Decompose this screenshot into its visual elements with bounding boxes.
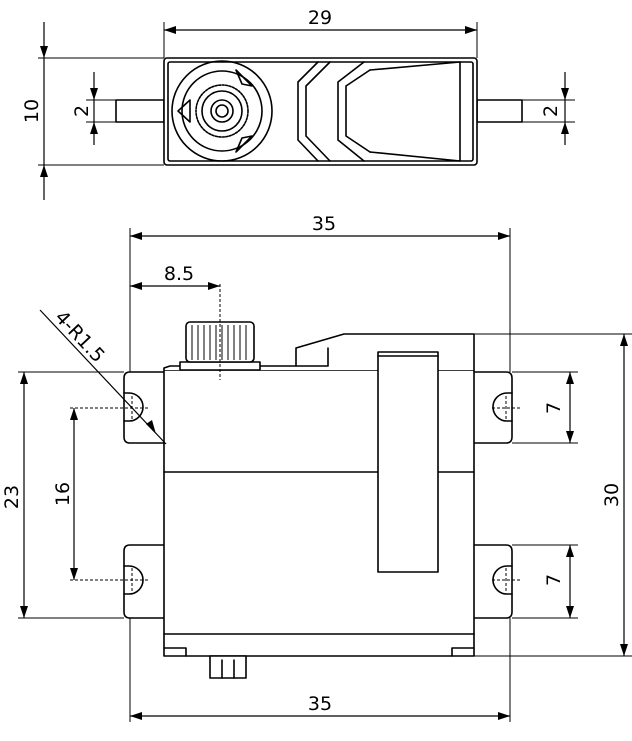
arrow-2l-bottom [90, 122, 98, 134]
leader-hole-radius [39, 309, 167, 445]
dim-30-label: 30 [601, 483, 623, 507]
arrow-8-5-right [208, 282, 220, 290]
arrow-10-bottom [40, 165, 48, 177]
top-left-tab [115, 99, 165, 123]
chevron-inner-right [345, 69, 371, 153]
wire-channel [369, 61, 461, 162]
spline-gear [195, 84, 249, 138]
ear-left-bottom [123, 544, 164, 619]
chevron-mid [337, 61, 365, 162]
dim-35-bottom-label: 35 [308, 693, 332, 715]
slot-right-top [492, 392, 513, 422]
arrow-7a-top [566, 372, 574, 384]
arrow-16-bottom [70, 568, 78, 580]
arrow-35top-right [498, 232, 510, 240]
chevron-inner-left [305, 61, 331, 162]
dim-7-top-label: 7 [543, 402, 565, 414]
spline-ring [201, 90, 243, 132]
hole-radius-callout: 4-R1.5 [50, 306, 109, 367]
wire-exit-chevrons [297, 61, 461, 162]
arrow-2r-bottom [561, 122, 569, 134]
dim-2-left-label: 2 [71, 105, 93, 117]
arrow-7b-top [566, 545, 574, 557]
dim-7-bottom-label: 7 [543, 574, 565, 586]
arrow-2r-top [561, 88, 569, 100]
arrow-23-top [20, 372, 28, 384]
chevron-outer [297, 61, 319, 162]
top-view: 29 10 2 2 [21, 7, 575, 200]
label-plate [377, 351, 439, 573]
arrow-2l-top [90, 88, 98, 100]
arrow-16-top [70, 408, 78, 420]
output-horn [171, 60, 273, 162]
arrow-35bot-right [498, 712, 510, 720]
arrow-23-bottom [20, 606, 28, 618]
dim-2-right-label: 2 [540, 105, 562, 117]
top-cap-step [295, 347, 329, 367]
arrow-hole-radius [146, 420, 156, 434]
body-bottom-left-foot [163, 647, 187, 657]
top-right-tab [476, 99, 523, 123]
horn-outer-ring [171, 60, 273, 162]
ear-left-top [123, 371, 164, 444]
arrow-7b-bottom [566, 606, 574, 618]
arrow-8-5-left [130, 282, 142, 290]
dim-29-label: 29 [308, 7, 332, 29]
front-view: 35 8.5 4-R1.5 23 16 7 7 [1, 213, 632, 722]
dim-10-label: 10 [21, 99, 43, 123]
arrow-7a-bottom [566, 431, 574, 443]
arrow-30-top [620, 334, 628, 346]
slot-left-top [123, 392, 144, 422]
dim-35-top-label: 35 [312, 213, 336, 235]
dim-8-5-label: 8.5 [164, 263, 194, 285]
hole-centerlines [70, 284, 520, 592]
arrow-30-bottom [620, 644, 628, 656]
spline-teeth [191, 325, 247, 360]
arrow-29-left [164, 26, 176, 34]
arrow-10-top [40, 46, 48, 58]
shaft-ring [210, 99, 234, 123]
arrow-35bot-left [130, 712, 142, 720]
shaft-hole [215, 104, 229, 118]
top-body-inner-outline [167, 61, 474, 162]
horn-body [181, 70, 263, 152]
arrow-29-right [465, 26, 477, 34]
horn-spoke-left [177, 99, 191, 123]
dim-16-label: 16 [52, 482, 74, 506]
arrow-35top-left [130, 232, 142, 240]
body-bottom-right-foot [451, 647, 475, 657]
connector-block [209, 655, 247, 679]
dim-23-label: 23 [1, 485, 23, 509]
